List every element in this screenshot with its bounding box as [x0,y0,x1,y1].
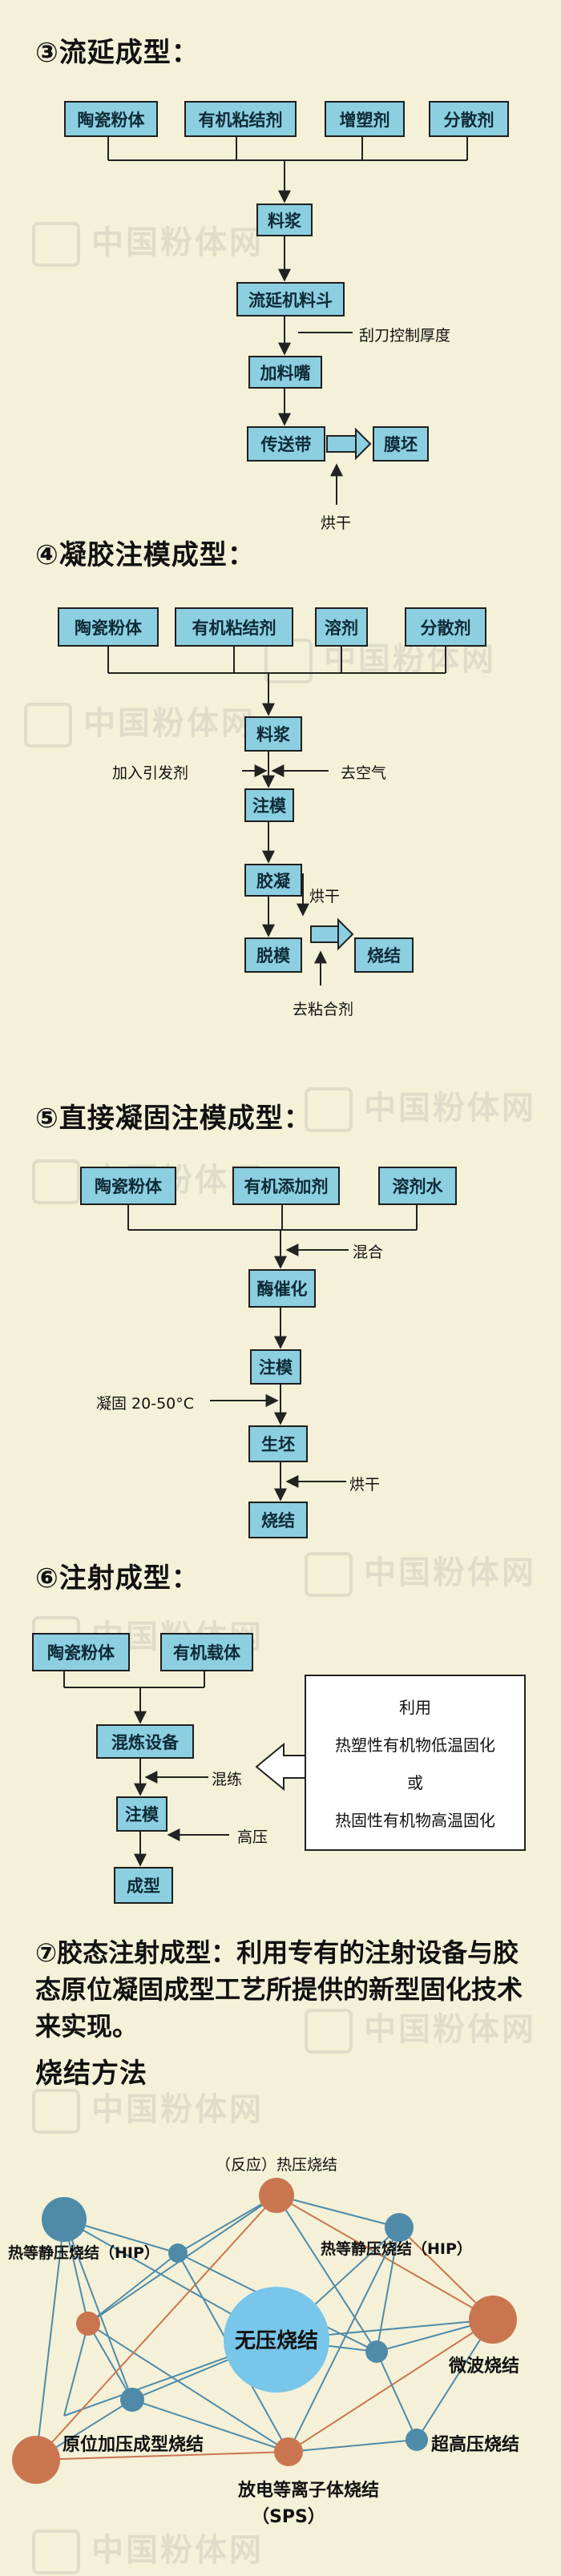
section3-step-box: 流延机料斗 [236,282,345,316]
section4-step-box: 胶凝 [244,864,302,897]
center-label: 无压烧结 [235,2329,318,2353]
section6-input-box: 陶瓷粉体 [32,1633,130,1671]
section6-title: ⑥注射成型： [35,1562,200,1594]
section6-step-box: 混炼设备 [96,1724,194,1759]
network-nodes [12,2178,517,2484]
section3-output-box: 膜坯 [373,426,429,462]
node-blue [168,2243,188,2263]
section6-side-note: 高压 [237,1828,268,1846]
section6-step-box: 成型 [114,1867,173,1904]
section5-step-box: 生坯 [248,1425,308,1462]
section5-step-box: 烧结 [248,1502,308,1538]
section3-input-box: 分散剂 [429,101,509,137]
section3-step-box: 加料嘴 [248,356,322,389]
section4-side-note: 去粘合剂 [293,1001,354,1018]
method-label: 微波烧结 [448,2356,519,2376]
section5-title: ⑤直接凝固注模成型： [35,1103,312,1135]
node-blue [365,2340,388,2363]
section6-input-box: 有机载体 [160,1633,253,1671]
section7-paragraph: ⑦胶态注射成型：利用专有的注射设备与胶态原位凝固成型工艺所提供的新型固化技术来实… [35,1937,523,2042]
note-arrow-icon [255,1743,307,1791]
section5-step-box: 注模 [250,1349,301,1385]
section4-input-box: 分散剂 [405,607,486,647]
sintering-network: 无压烧结 （反应）热压烧结 热等静压烧结（HIP） 热等静压烧结（HIP） 微波… [8,2156,519,2527]
section6-note-box: 利用 热塑性有机物低温固化 或 热固性有机物高温固化 [305,1675,526,1851]
section6-step-box: 注模 [116,1796,167,1832]
section3-input-box: 陶瓷粉体 [64,101,158,137]
section3-side-note: 刮刀控制厚度 [359,327,451,345]
note-line: 热固性有机物高温固化 [335,1811,495,1830]
node-orange [469,2296,517,2344]
node-orange [274,2437,303,2466]
section4-input-box: 有机粘结剂 [175,607,293,647]
section4-input-box: 溶剂 [315,607,368,647]
method-label: 热等静压烧结（HIP） [321,2239,472,2258]
section5-side-note: 混合 [353,1244,384,1261]
node-blue [42,2197,87,2242]
method-label: （SPS） [252,2507,325,2527]
section6-side-note: 混练 [212,1771,243,1788]
section3-step-box: 传送带 [247,426,325,462]
method-label: （反应）热压烧结 [216,2156,337,2174]
section5-side-note: 烘干 [349,1476,381,1494]
note-line: 或 [407,1773,423,1792]
node-blue [406,2429,428,2451]
section5-connectors [127,1205,418,1502]
node-orange [12,2436,60,2484]
watermark-logo-icon [32,2089,80,2134]
section3-title: ③流延成型： [35,37,200,69]
section5-input-box: 溶剂水 [378,1167,457,1205]
section4-step-box: 料浆 [244,716,302,752]
section4-connectors [107,647,446,986]
watermark: 中国粉体网 [32,2083,264,2134]
method-label: 原位加压成型烧结 [63,2434,204,2455]
section5-side-note: 凝固 20-50°C [96,1395,195,1413]
node-orange [259,2178,294,2213]
section3-step-box: 料浆 [256,204,313,236]
section5-step-box: 酶催化 [248,1269,316,1308]
section4-step-box: 注模 [244,788,294,822]
method-label: 放电等离子体烧结 [237,2480,379,2501]
section4-input-box: 陶瓷粉体 [58,607,159,647]
section4-output-box: 烧结 [354,937,414,973]
section3-input-box: 有机粘结剂 [184,101,297,137]
section3-side-note: 烘干 [321,514,352,532]
node-blue [385,2213,414,2242]
section3-connectors [107,137,468,505]
section4-title: ④凝胶注模成型： [35,539,256,571]
section4-step-box: 脱模 [244,937,302,973]
section3-input-box: 增塑剂 [325,101,405,137]
section5-input-box: 有机添加剂 [232,1167,340,1205]
section4-side-note: 加入引发剂 [112,764,189,782]
sintering-title: 烧结方法 [35,2058,147,2090]
method-label: 超高压烧结 [431,2434,519,2455]
note-line: 热塑性有机物低温固化 [335,1735,495,1755]
section4-side-note: 烘干 [309,888,341,905]
node-orange [76,2312,100,2336]
method-label: 热等静压烧结（HIP） [8,2243,159,2262]
node-center [224,2287,329,2393]
section6-connectors [63,1657,229,1867]
section5-input-box: 陶瓷粉体 [80,1167,176,1205]
note-line: 利用 [399,1698,431,1717]
node-blue [120,2388,144,2412]
section4-side-note: 去空气 [341,764,387,782]
